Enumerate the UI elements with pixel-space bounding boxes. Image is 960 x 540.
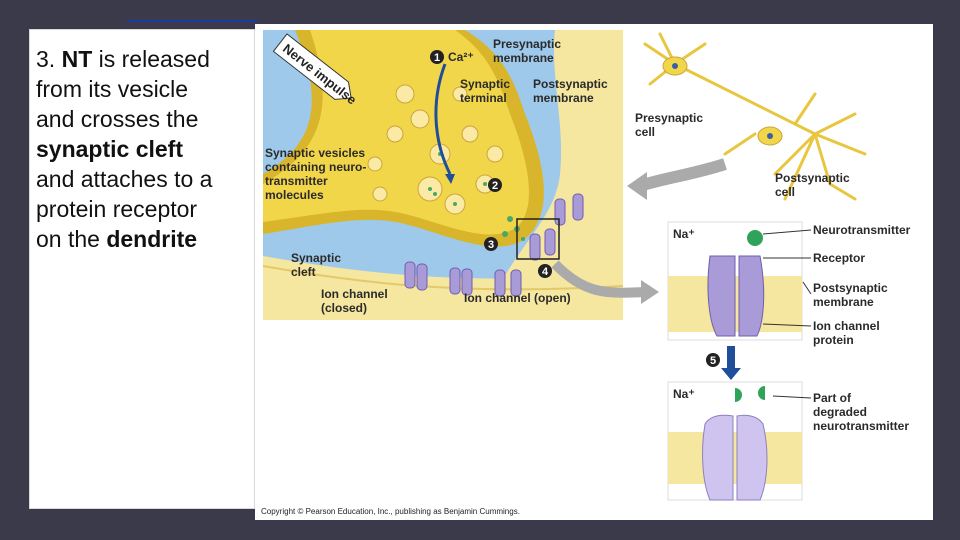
degraded-label-2: degraded: [813, 405, 867, 419]
ion-protein-label-2: protein: [813, 333, 854, 347]
degraded-label-1: Part of: [813, 391, 852, 405]
nucleus-2: [767, 133, 773, 139]
ion-channels: [404, 193, 584, 297]
text-synaptic-cleft: synaptic cleft: [36, 136, 183, 162]
presynaptic-membrane-label-2: membrane: [493, 51, 554, 65]
presynaptic-cell-label-2: cell: [635, 125, 655, 139]
synaptic-cleft-label-1: Synaptic: [291, 251, 341, 265]
ca-label: Ca²⁺: [448, 50, 474, 64]
vesicles-label-4: molecules: [265, 188, 324, 202]
step-1-marker: [430, 50, 444, 64]
postsynaptic-region: [485, 30, 623, 320]
na-top-label: Na⁺: [673, 227, 695, 241]
degraded-fragment-1: [735, 388, 742, 402]
text-part2: and attaches to a protein receptor on th…: [36, 166, 213, 252]
receptor-label: Receptor: [813, 251, 865, 265]
step-4-label: 4: [542, 266, 549, 278]
text-prefix: 3.: [36, 46, 62, 72]
text-dendrite: dendrite: [106, 226, 198, 252]
body-text: 3. NT is released from its vesicle and c…: [36, 44, 226, 254]
postsynaptic-cell-label-1: Postsynaptic: [775, 171, 850, 185]
step-3-marker: [484, 237, 498, 251]
receptor-labels: Neurotransmitter Receptor Postsynaptic m…: [762, 223, 911, 347]
receptor-detail-open: Na⁺: [667, 221, 803, 341]
leader-5: [772, 395, 812, 399]
text-panel: [29, 29, 255, 509]
text-nt: NT: [61, 46, 93, 72]
text-part1: is released from its vesicle and crosses…: [36, 46, 210, 132]
synapse-main-panel: Nerve impulse 1 2 3 4 Ca²⁺ Presynaptic m…: [262, 30, 624, 320]
post-membrane2-label-2: membrane: [813, 295, 874, 309]
degraded-label-3: neurotransmitter: [813, 419, 909, 433]
leader-3: [802, 281, 812, 295]
zoom-arrow-2-head: [641, 280, 659, 304]
neurotransmitter-label: Neurotransmitter: [813, 223, 911, 237]
step-2-marker: [488, 178, 502, 192]
leader-4: [762, 323, 812, 327]
channel-left-1: [707, 255, 736, 337]
synapse-figure: Nerve impulse 1 2 3 4 Ca²⁺ Presynaptic m…: [255, 24, 933, 520]
neuron-cells: Presynaptic cell Postsynaptic cell: [635, 32, 867, 201]
neurotransmitter-icon: [747, 230, 763, 246]
ca-arrow: [434, 63, 452, 175]
channel-left-2: [702, 414, 734, 501]
leader-1: [762, 229, 812, 235]
presynaptic-cell-label-1: Presynaptic: [635, 111, 703, 125]
synapse-diagram: Nerve impulse 1 2 3 4 Ca²⁺ Presynaptic m…: [262, 30, 911, 501]
receptor-detail-closed: Na⁺ Part of degraded neurotransmitter: [667, 381, 909, 501]
step-5-label: 5: [710, 355, 716, 367]
zoom-arrow-1-head: [627, 172, 647, 200]
nucleus-1: [672, 63, 678, 69]
ca-arrow-head: [445, 174, 455, 184]
ion-open-label: Ion channel (open): [464, 291, 571, 305]
ion-protein-label-1: Ion channel: [813, 319, 880, 333]
postsynaptic-membrane-label-2: membrane: [533, 91, 594, 105]
zoom-arrow-1: [638, 158, 727, 192]
synaptic-terminal-label-1: Synaptic: [460, 77, 510, 91]
ion-closed-label-1: Ion channel: [321, 287, 388, 301]
step-5-marker: [706, 353, 720, 367]
step-5-arrow-head: [721, 368, 741, 380]
accent-line: [127, 20, 257, 22]
zoom-box: [516, 218, 560, 260]
step-2-label: 2: [492, 180, 498, 192]
presynaptic-membrane-label-1: Presynaptic: [493, 37, 561, 51]
vesicles-label-2: containing neuro-: [265, 160, 366, 174]
postsynaptic-membrane-label-1: Postsynaptic: [533, 77, 608, 91]
step-4-marker: [538, 264, 552, 278]
step-markers: 1 2 3 4: [430, 50, 552, 278]
vesicles-label-1: Synaptic vesicles: [265, 146, 365, 160]
channel-right-1: [738, 255, 765, 337]
vesicles-label-3: transmitter: [265, 174, 328, 188]
ion-closed-label-2: (closed): [321, 301, 367, 315]
copyright-notice: Copyright © Pearson Education, Inc., pub…: [261, 507, 520, 516]
membrane-band-2: [668, 432, 802, 484]
post-membrane2-label-1: Postsynaptic: [813, 281, 888, 295]
step-5-arrow: [727, 346, 735, 368]
degraded-fragment-2: [758, 386, 765, 400]
step-1-label: 1: [434, 52, 440, 64]
step-3-label: 3: [488, 239, 494, 251]
postsynaptic-cell-label-2: cell: [775, 185, 795, 199]
synaptic-cleft-label-2: cleft: [291, 265, 316, 279]
synaptic-terminal-label-2: terminal: [460, 91, 507, 105]
channel-right-2: [736, 414, 768, 501]
zoom-arrow-2: [551, 260, 646, 298]
na-bottom-label: Na⁺: [673, 387, 695, 401]
